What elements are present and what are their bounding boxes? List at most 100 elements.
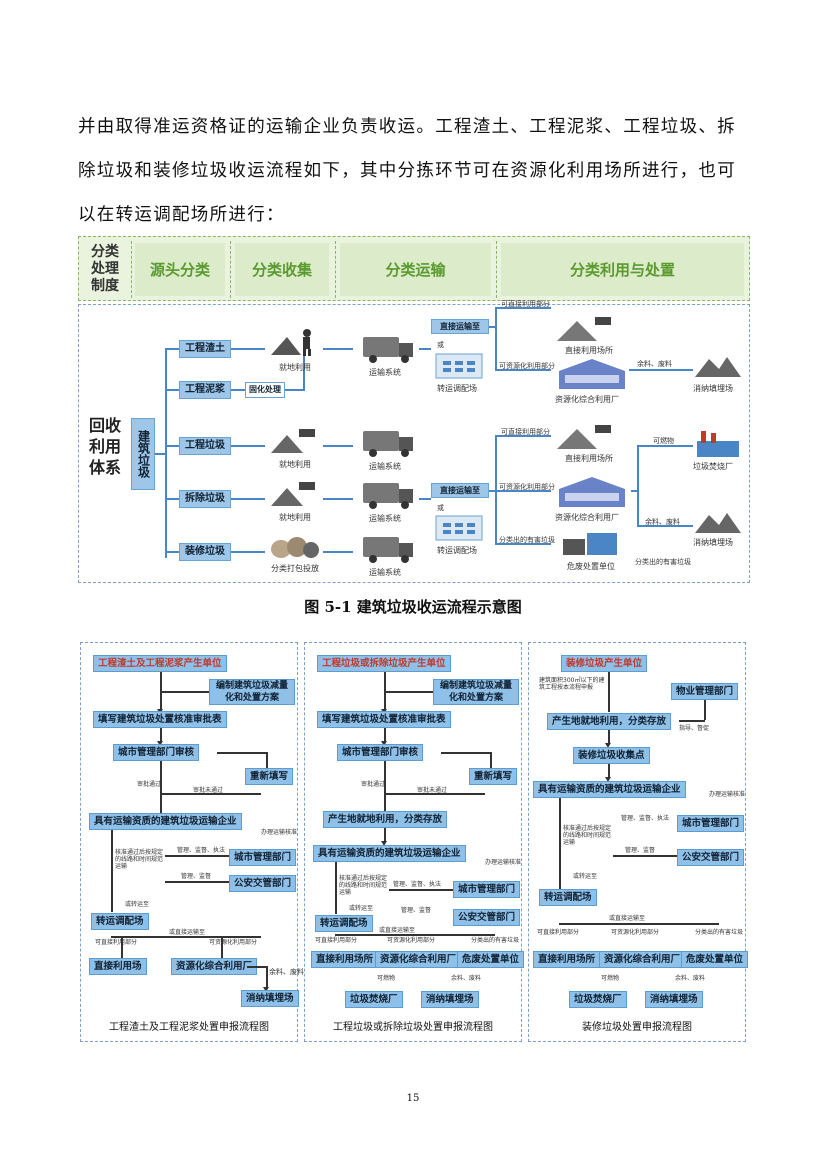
transport-label-1: 运输系统 (369, 368, 401, 377)
flow1-transport-co: 具有运输资质的建筑垃圾运输企业 (89, 813, 242, 830)
flow3-incinerator: 垃圾焚烧厂 (569, 991, 627, 1008)
landfill-label-1: 消纳填埋场 (693, 384, 733, 393)
construction-waste-text: 建筑垃圾 (136, 430, 151, 478)
flow3-or-direct: 或直接运输至 (609, 915, 646, 922)
transfer-station-icon-2 (435, 515, 483, 541)
dump-pile-icon (271, 429, 315, 453)
flow3-direct-site: 直接利用场所 (533, 951, 601, 968)
page-number: 15 (406, 1093, 420, 1104)
flow3-residue: 余料、废料 (675, 975, 706, 982)
category-engineering-slurry: 工程泥浆 (179, 381, 231, 399)
flow3-city-mgmt: 城市管理部门 (677, 815, 745, 832)
flow3-route-note: 核准通过后按规定的线路和时间规范运输 (563, 825, 612, 846)
truck-icon-3 (363, 483, 413, 509)
hazardous-sorted-label: 分类出的有害垃圾 (499, 536, 555, 544)
flow2-title: 工程垃圾或拆除垃圾产生单位 (317, 655, 451, 672)
flow3-title: 装修垃圾产生单位 (561, 655, 648, 672)
flow1-plan: 编制建筑垃圾减量化和处置方案 (209, 679, 295, 705)
direct-usable-label-1: 可直接利用部分 (501, 300, 550, 308)
figure-waste-flow: 分类 处理 制度 源头分类 分类收集 分类运输 分类利用与处置 回收 利用 体系… (78, 236, 750, 583)
flow3-hazard-part: 分类出的有害垃圾 (695, 929, 744, 936)
flow3-supervise-2: 管理、监督 (625, 847, 656, 854)
system-label-3: 制度 (91, 278, 119, 294)
flow2-city-mgmt: 城市管理部门 (453, 881, 521, 898)
figure-caption: 图 5-1 建筑垃圾收运流程示意图 (304, 598, 522, 616)
residue-label-1: 余料、废料 (637, 360, 672, 368)
flow1-route-note: 核准通过后按规定的线路和时间规范运输 (115, 849, 164, 870)
flow1-rewrite: 重新填写 (245, 768, 294, 785)
flow3-direct-part: 可直接利用部分 (537, 929, 580, 936)
direct-use-site-label-1: 直接利用场所 (565, 346, 613, 355)
onsite-use-label-3: 就地利用 (279, 513, 311, 522)
sack-bags-icon (271, 537, 319, 558)
flowchart-engineering-demolition: 工程垃圾或拆除垃圾产生单位 编制建筑垃圾减量化和处置方案 填写建筑垃圾处置核准审… (304, 642, 525, 1042)
hazard-unit-icon (563, 533, 617, 555)
flow1-or-direct: 或直接运输至 (169, 929, 206, 936)
direct-to-box-2: 直接运输至 (431, 483, 489, 498)
flow2-police: 公安交管部门 (453, 909, 521, 926)
flow2-or-transfer: 或转运至 (349, 905, 374, 912)
flow1-supervise-1: 管理、监督、执法 (177, 847, 226, 854)
flow2-or-direct: 或直接运输至 (379, 927, 416, 934)
flow1-form: 填写建筑垃圾处置核准审批表 (93, 711, 227, 728)
flowchart-muck-slurry: 工程渣土及工程泥浆产生单位 编制建筑垃圾减量化和处置方案 填写建筑垃圾处置核准审… (80, 642, 304, 1042)
residue-label-2: 余料、废料 (645, 518, 680, 526)
incinerator-icon (697, 431, 739, 457)
flow1-review: 城市管理部门审核 (113, 744, 200, 761)
flow1-city-mgmt: 城市管理部门 (229, 849, 297, 866)
recycle-body: 回收 利用 体系 建筑垃圾 工程渣土 工程泥浆 工程垃圾 拆除垃圾 装修垃圾 固… (78, 300, 750, 583)
flow2-approved: 审批通过 (361, 781, 386, 788)
flow3-permit: 办理运输核准 (709, 791, 746, 798)
factory-icon-2 (559, 477, 625, 507)
landfill-label-2: 消纳填埋场 (693, 538, 733, 547)
stage-collect: 分类收集 (235, 243, 329, 296)
flow3-combustible: 可燃物 (601, 975, 620, 982)
flow1-caption: 工程渣土及工程泥浆处置申报流程图 (109, 1022, 269, 1033)
flow1-permit: 办理运输核准 (261, 829, 298, 836)
flow3-property: 物业管理部门 (671, 683, 739, 700)
flow2-rewrite: 重新填写 (469, 768, 518, 785)
flow3-transfer: 转运调配场 (539, 889, 597, 906)
flow3-transport-co: 具有运输资质的建筑垃圾运输企业 (533, 781, 686, 798)
sorted-hazard-label: 分类出的有害垃圾 (635, 558, 691, 566)
resource-plant-label-2: 资源化综合利用厂 (555, 513, 619, 522)
flow2-incinerator: 垃圾焚烧厂 (345, 991, 403, 1008)
direct-use-site-icon-2 (557, 425, 611, 449)
onsite-use-label-1: 就地利用 (279, 363, 311, 372)
stage-source: 源头分类 (135, 243, 225, 296)
onsite-use-label-2: 就地利用 (279, 460, 311, 469)
direct-usable-label-2: 可直接利用部分 (501, 428, 550, 436)
construction-waste-box: 建筑垃圾 (131, 418, 155, 490)
transfer-label-1: 转运调配场 (437, 384, 477, 393)
flow1-approved: 审批通过 (137, 781, 162, 788)
flow1-direct-part: 可直接利用部分 (95, 939, 138, 946)
flow3-supervise-1: 管理、监督、执法 (621, 815, 670, 822)
flow2-hazard-part: 分类出的有害垃圾 (471, 937, 520, 944)
factory-icon-1 (559, 359, 625, 389)
landfill-icon-1 (695, 357, 741, 377)
flow2-caption: 工程垃圾或拆除垃圾处置申报流程图 (333, 1022, 493, 1033)
paragraph-line-3: 以在转运调配场所进行： (78, 205, 285, 225)
truck-icon-2 (363, 431, 413, 457)
combustible-label: 可燃物 (653, 437, 674, 445)
flow1-transfer: 转运调配场 (91, 913, 149, 930)
system-label: 分类 处理 制度 (85, 243, 125, 296)
worker-pile-icon (271, 329, 311, 356)
flow2-direct-site: 直接利用场所 (311, 951, 379, 968)
flow2-resource-part: 可资源化利用部分 (387, 937, 436, 944)
flow2-plan: 编制建筑垃圾减量化和处置方案 (433, 679, 519, 705)
transport-label-4: 运输系统 (369, 568, 401, 577)
flow1-landfill: 消纳填埋场 (241, 990, 299, 1007)
truck-icon-1 (363, 337, 413, 363)
transport-label-2: 运输系统 (369, 462, 401, 471)
flow3-police: 公安交管部门 (677, 849, 745, 866)
landfill-icon-2 (695, 513, 741, 533)
flow2-combustible: 可燃物 (377, 975, 396, 982)
flow1-or-transfer: 或转运至 (125, 901, 150, 908)
stage-header-band: 分类 处理 制度 源头分类 分类收集 分类运输 分类利用与处置 (78, 236, 750, 301)
incinerator-label: 垃圾焚烧厂 (693, 462, 733, 471)
or-label-2: 或 (437, 504, 444, 512)
resource-usable-label-1: 可资源化利用部分 (499, 362, 555, 370)
flowchart-decoration: 装修垃圾产生单位 建筑面积300㎡以下的建筑工程按本流程申报 物业管理部门 产生… (528, 642, 749, 1042)
flow3-collection: 装修垃圾收集点 (573, 747, 650, 764)
